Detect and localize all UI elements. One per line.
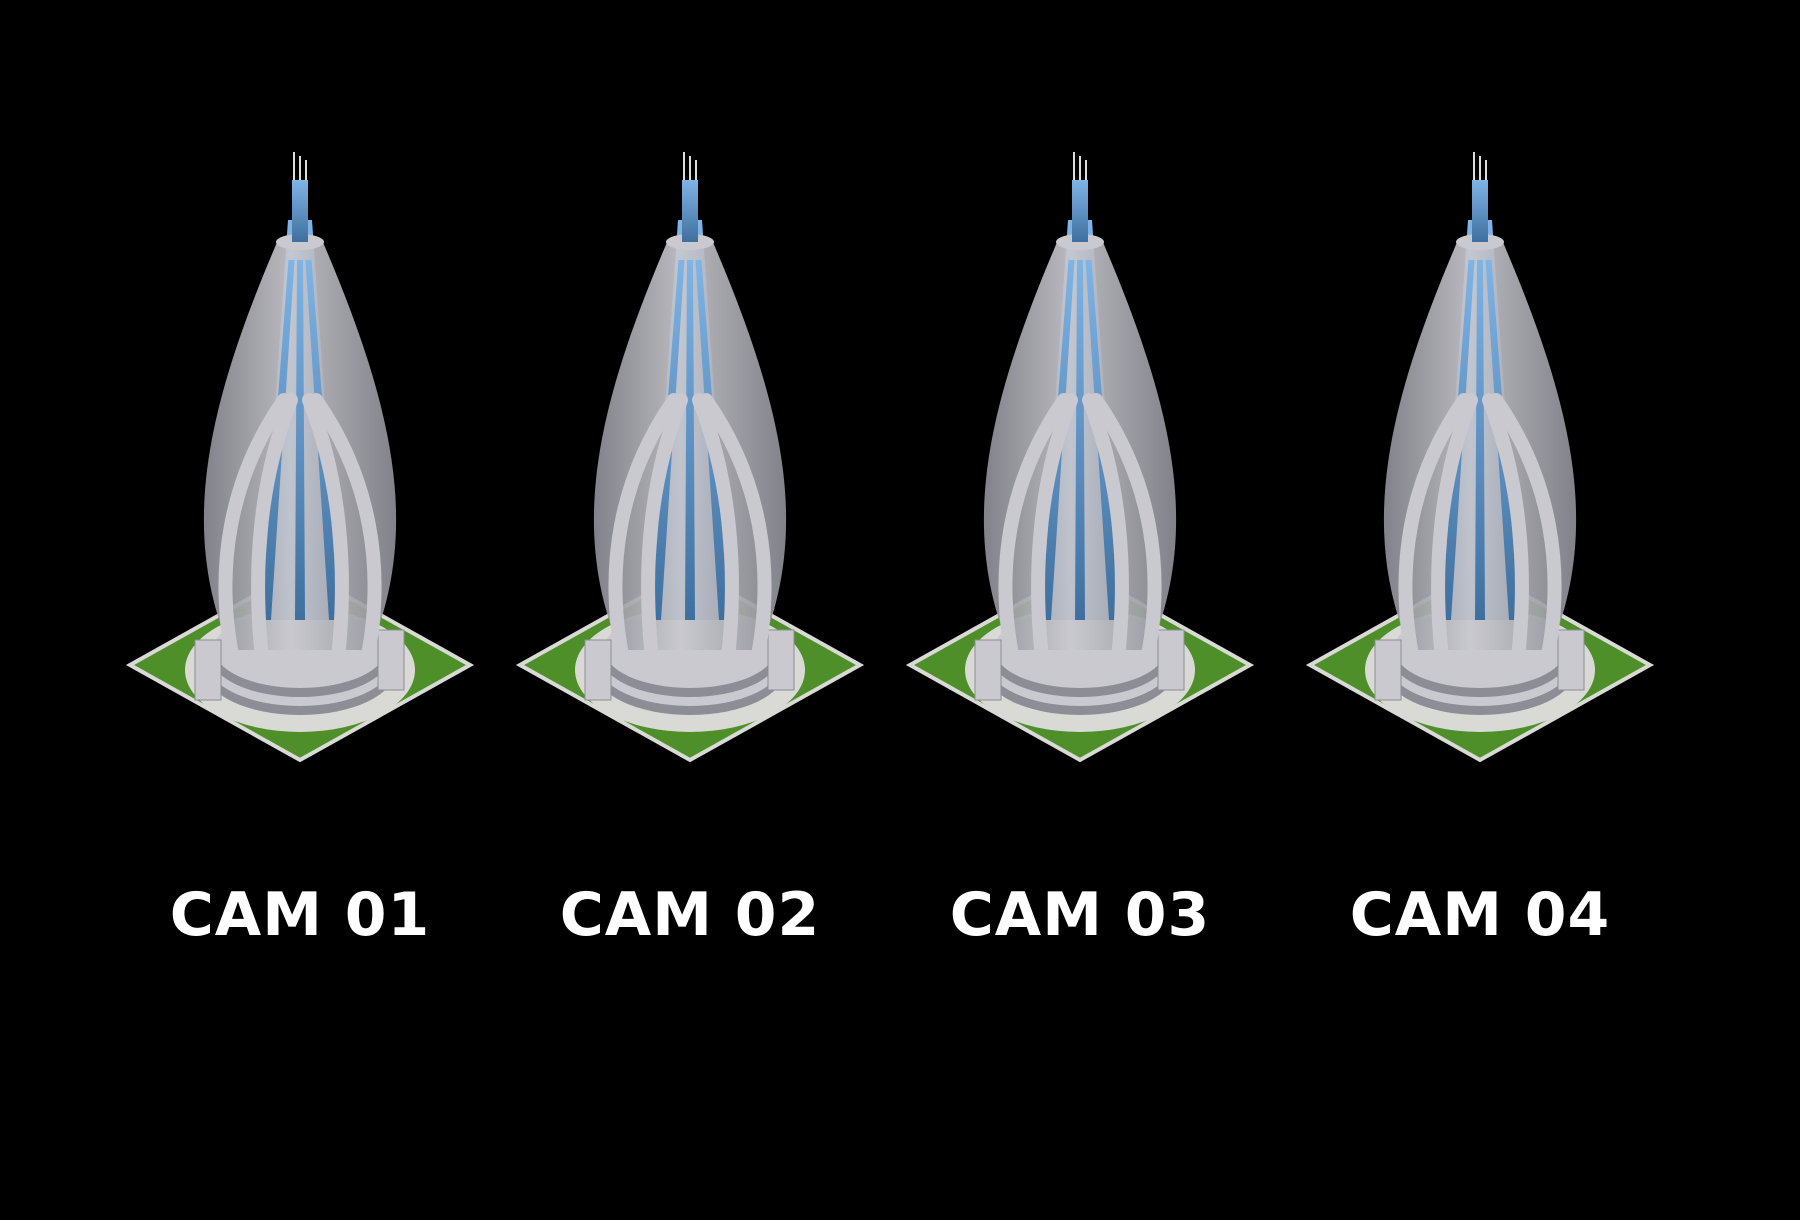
structural-rib — [1489, 393, 1562, 662]
camera-label-04: CAM 04 — [1349, 880, 1611, 950]
tower-render-01 — [125, 152, 475, 763]
side-block — [194, 639, 222, 701]
camera-label-02: CAM 02 — [559, 880, 821, 950]
spire — [292, 180, 308, 242]
camera-view-04: CAM 04 — [1270, 150, 1690, 970]
side-block — [584, 639, 612, 701]
structural-rib — [309, 393, 382, 662]
structural-rib — [1482, 393, 1529, 662]
camera-label-01: CAM 01 — [169, 880, 431, 950]
glass-slit — [295, 260, 305, 620]
structural-rib — [699, 393, 772, 662]
camera-label-03: CAM 03 — [949, 880, 1211, 950]
structural-rib — [1431, 393, 1478, 662]
structural-rib — [251, 393, 298, 662]
glass-slit — [1475, 260, 1485, 620]
structural-rib — [641, 393, 688, 662]
camera-view-01: CAM 01 — [90, 150, 510, 970]
tower-render-03 — [905, 152, 1255, 763]
camera-view-03: CAM 03 — [870, 150, 1290, 970]
structural-rib — [1089, 393, 1162, 662]
side-block — [1157, 629, 1185, 691]
structural-rib — [302, 393, 349, 662]
structural-rib — [608, 393, 681, 662]
side-block — [767, 629, 795, 691]
glass-slit — [685, 260, 695, 620]
spire — [1072, 180, 1088, 242]
side-block — [1557, 629, 1585, 691]
side-block — [974, 639, 1002, 701]
structural-rib — [1398, 393, 1471, 662]
tower-render-04 — [1305, 152, 1655, 763]
camera-view-02: CAM 02 — [480, 150, 900, 970]
side-block — [1374, 639, 1402, 701]
structural-rib — [998, 393, 1071, 662]
structural-rib — [1082, 393, 1129, 662]
glass-slit — [1075, 260, 1085, 620]
structural-rib — [1031, 393, 1078, 662]
structural-rib — [692, 393, 739, 662]
side-block — [377, 629, 405, 691]
tower-render-02 — [515, 152, 865, 763]
spire — [682, 180, 698, 242]
spire — [1472, 180, 1488, 242]
structural-rib — [218, 393, 291, 662]
